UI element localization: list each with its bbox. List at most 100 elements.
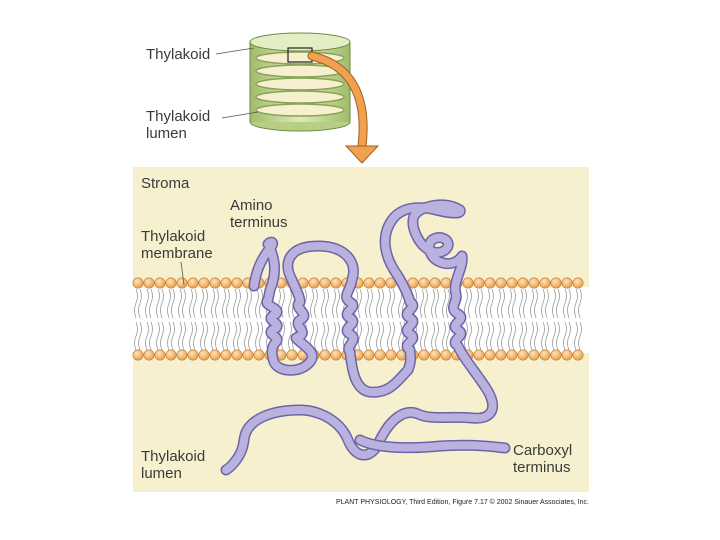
lipid-tail <box>171 321 175 351</box>
lipid-tail <box>189 288 193 319</box>
lipid-tail <box>519 288 523 319</box>
thylakoid-membrane-label-line1: Thylakoid <box>141 228 205 245</box>
phospholipid-head <box>418 277 430 289</box>
phospholipid-head <box>308 277 320 289</box>
phospholipid-head <box>517 277 529 289</box>
phospholipid-head <box>330 349 342 361</box>
thylakoid-lumen-bottom-label-line2: lumen <box>141 465 182 482</box>
lipid-tail <box>255 321 259 351</box>
phospholipid-head <box>143 277 155 289</box>
lipid-tail <box>391 288 395 319</box>
phospholipid-head <box>209 349 221 361</box>
lipid-tail <box>336 321 340 351</box>
phospholipid-head <box>418 349 430 361</box>
lipid-tail <box>325 288 329 319</box>
lipid-tail <box>387 288 391 319</box>
lipid-tail <box>248 288 252 319</box>
lipid-tail <box>332 288 336 319</box>
phospholipid-head <box>165 277 177 289</box>
lipid-tail <box>563 288 567 319</box>
lipid-tail <box>149 288 153 319</box>
lipid-tail <box>508 288 512 319</box>
lipid-tail <box>578 321 582 351</box>
lipid-tail <box>145 321 149 351</box>
lipid-tail <box>468 321 472 351</box>
lipid-bilayer <box>132 277 589 361</box>
phospholipid-head <box>495 277 507 289</box>
amino-terminus-label-line2: terminus <box>230 214 288 231</box>
lipid-tail <box>398 321 402 351</box>
lipid-tail <box>226 321 230 351</box>
phospholipid-head <box>154 349 166 361</box>
lipid-tail <box>387 321 391 351</box>
lipid-tail <box>255 288 259 319</box>
lipid-tail <box>545 288 549 319</box>
lipid-tail <box>358 321 362 351</box>
lipid-tail <box>288 288 292 319</box>
phospholipid-head <box>176 349 188 361</box>
phospholipid-head <box>374 277 386 289</box>
phospholipid-head <box>198 277 210 289</box>
phospholipid-head <box>484 277 496 289</box>
thylakoid-membrane-label-line2: membrane <box>141 245 213 262</box>
lipid-tail <box>567 321 571 351</box>
phospholipid-head <box>187 277 199 289</box>
zoom-arrow <box>307 51 380 164</box>
lipid-tail <box>376 321 380 351</box>
lipid-tail <box>200 288 204 319</box>
lipid-tail <box>490 321 494 351</box>
lipid-tail <box>486 321 490 351</box>
phospholipid-head <box>187 349 199 361</box>
lipid-tail <box>508 321 512 351</box>
lipid-tail <box>446 288 450 319</box>
phospholipid-head <box>132 277 144 289</box>
phospholipid-head <box>550 277 562 289</box>
phospholipid-head <box>143 349 155 361</box>
lipid-tail <box>167 321 171 351</box>
lipid-tail <box>563 321 567 351</box>
lipid-tail <box>259 321 263 351</box>
lipid-tail <box>134 321 138 351</box>
lipid-tail <box>259 288 263 319</box>
phospholipid-head <box>385 349 397 361</box>
phospholipid-head <box>198 349 210 361</box>
lipid-tail <box>288 321 292 351</box>
thylakoid-label: Thylakoid <box>146 46 210 63</box>
lipid-tail <box>248 321 252 351</box>
phospholipid-head <box>484 349 496 361</box>
phospholipid-head <box>286 349 298 361</box>
phospholipid-head <box>572 349 584 361</box>
lipid-tail <box>149 321 153 351</box>
lipid-tail <box>321 288 325 319</box>
phospholipid-heads-top <box>132 277 584 289</box>
lipid-tail <box>556 288 560 319</box>
phospholipid-head <box>242 349 254 361</box>
phospholipid-head <box>473 277 485 289</box>
lipid-tail <box>420 288 424 319</box>
phospholipid-head <box>528 277 540 289</box>
lipid-tail <box>556 321 560 351</box>
phospholipid-head <box>319 277 331 289</box>
lipid-tail <box>160 321 164 351</box>
lipid-tail <box>332 321 336 351</box>
lipid-tail <box>211 321 215 351</box>
membrane-protein <box>220 199 511 476</box>
phospholipid-head <box>539 277 551 289</box>
lipid-tail <box>204 288 208 319</box>
phospholipid-head <box>550 349 562 361</box>
phospholipid-head <box>231 349 243 361</box>
lipid-tail <box>490 288 494 319</box>
lipid-tail <box>512 321 516 351</box>
phospholipid-head <box>253 349 265 361</box>
lipid-tail <box>178 288 182 319</box>
phospholipid-head <box>132 349 144 361</box>
lipid-tail <box>211 288 215 319</box>
phospholipid-head <box>154 277 166 289</box>
lipid-tail <box>475 321 479 351</box>
lipid-tail <box>497 321 501 351</box>
lipid-tail <box>541 321 545 351</box>
phospholipid-head <box>429 349 441 361</box>
lumen-rings <box>255 51 345 117</box>
lipid-tail <box>479 288 483 319</box>
